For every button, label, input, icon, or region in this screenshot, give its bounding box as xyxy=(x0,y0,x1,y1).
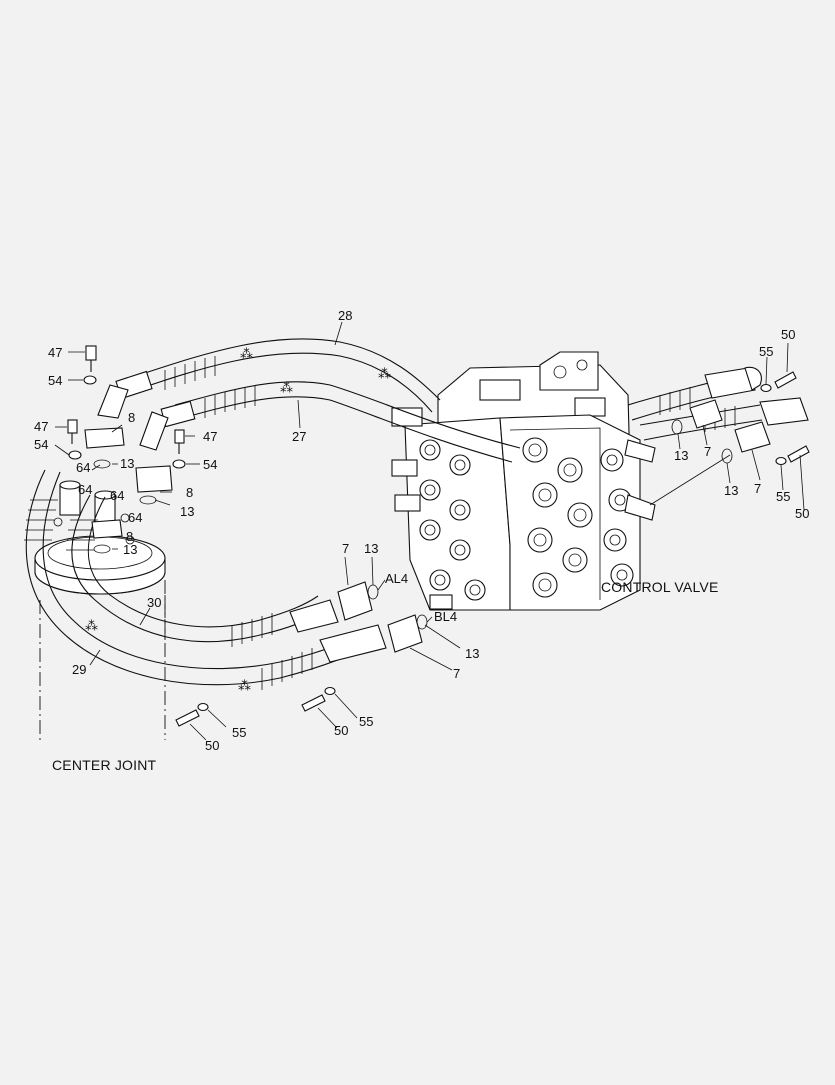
callout-50: 50 xyxy=(334,723,348,738)
flange-upper xyxy=(689,399,723,429)
callout-55: 55 xyxy=(776,489,790,504)
split-flange-8-c xyxy=(91,519,123,539)
control-valve xyxy=(391,351,656,611)
bolt-47-c xyxy=(174,429,185,444)
callout-7: 7 xyxy=(453,666,460,681)
valve-port-bosses xyxy=(419,437,634,601)
flange-7-lower-b xyxy=(387,614,423,653)
callout-8: 8 xyxy=(126,529,133,544)
callout-29: 29 xyxy=(72,662,86,677)
svg-text:⁂: ⁂ xyxy=(238,678,251,693)
callout-64: 64 xyxy=(76,460,90,475)
washer-55-upper-b xyxy=(775,456,787,466)
callout-30: 30 xyxy=(147,595,161,610)
callout-64: 64 xyxy=(128,510,142,525)
washer-54-a xyxy=(83,375,97,385)
hose-30 xyxy=(66,494,339,647)
leader-lines xyxy=(54,321,805,741)
hoses-right xyxy=(627,366,809,453)
washer-55-upper-a xyxy=(760,383,772,393)
callout-55: 55 xyxy=(232,725,246,740)
bolt-50-lower-a xyxy=(175,709,200,727)
callout-55: 55 xyxy=(359,714,373,729)
callout-64: 64 xyxy=(110,488,124,503)
hose-29: ⁂ ⁂ xyxy=(24,469,387,693)
callout-13: 13 xyxy=(120,456,134,471)
split-flange-8-b xyxy=(135,465,173,493)
callout-13: 13 xyxy=(465,646,479,661)
callout-13: 13 xyxy=(724,483,738,498)
callout-50: 50 xyxy=(205,738,219,753)
caption-center-joint: CENTER JOINT xyxy=(52,757,157,773)
port-label-bl4: BL4 xyxy=(434,609,457,624)
small-parts xyxy=(67,345,810,727)
callout-54: 54 xyxy=(48,373,62,388)
callout-13: 13 xyxy=(180,504,194,519)
washer-55-lower-b xyxy=(324,686,336,696)
washer-54-b xyxy=(68,450,82,460)
split-flange-8-a xyxy=(84,427,125,449)
svg-text:⁂: ⁂ xyxy=(85,618,98,633)
callout-54: 54 xyxy=(203,457,217,472)
bolt-47-b xyxy=(67,419,78,434)
svg-text:⁂: ⁂ xyxy=(240,346,253,361)
port-label-al4: AL4 xyxy=(385,571,408,586)
callout-47: 47 xyxy=(48,345,62,360)
callout-8: 8 xyxy=(128,410,135,425)
callout-13: 13 xyxy=(674,448,688,463)
callout-47: 47 xyxy=(203,429,217,444)
center-joint xyxy=(34,480,166,740)
caption-control-valve: CONTROL VALVE xyxy=(601,579,718,595)
callout-7: 7 xyxy=(342,541,349,556)
callout-7: 7 xyxy=(704,444,711,459)
callout-47: 47 xyxy=(34,419,48,434)
flange-7-lower-a xyxy=(337,581,373,621)
callout-27: 27 xyxy=(292,429,306,444)
svg-text:⁂: ⁂ xyxy=(378,366,391,381)
washer-55-lower-a xyxy=(197,702,209,712)
svg-text:⁂: ⁂ xyxy=(280,380,293,395)
callout-50: 50 xyxy=(795,506,809,521)
flange-lower xyxy=(734,421,771,453)
callout-50: 50 xyxy=(781,327,795,342)
callout-13: 13 xyxy=(364,541,378,556)
bolt-50-upper-a xyxy=(774,371,797,389)
callout-54: 54 xyxy=(34,437,48,452)
callout-labels: 28 27 30 29 47 54 47 54 47 54 8 8 8 13 1… xyxy=(34,308,809,753)
callout-13: 13 xyxy=(123,542,137,557)
bolt-47-a xyxy=(85,345,97,361)
callout-8: 8 xyxy=(186,485,193,500)
callout-28: 28 xyxy=(338,308,352,323)
callout-55: 55 xyxy=(759,344,773,359)
callout-64: 64 xyxy=(78,482,92,497)
bolt-50-upper-b xyxy=(787,445,810,463)
washer-54-c xyxy=(172,459,186,469)
hose-27: ⁂ xyxy=(139,380,521,463)
callout-7: 7 xyxy=(754,481,761,496)
hose-28: ⁂ ⁂ xyxy=(97,338,441,419)
bolt-50-lower-b xyxy=(301,694,326,712)
